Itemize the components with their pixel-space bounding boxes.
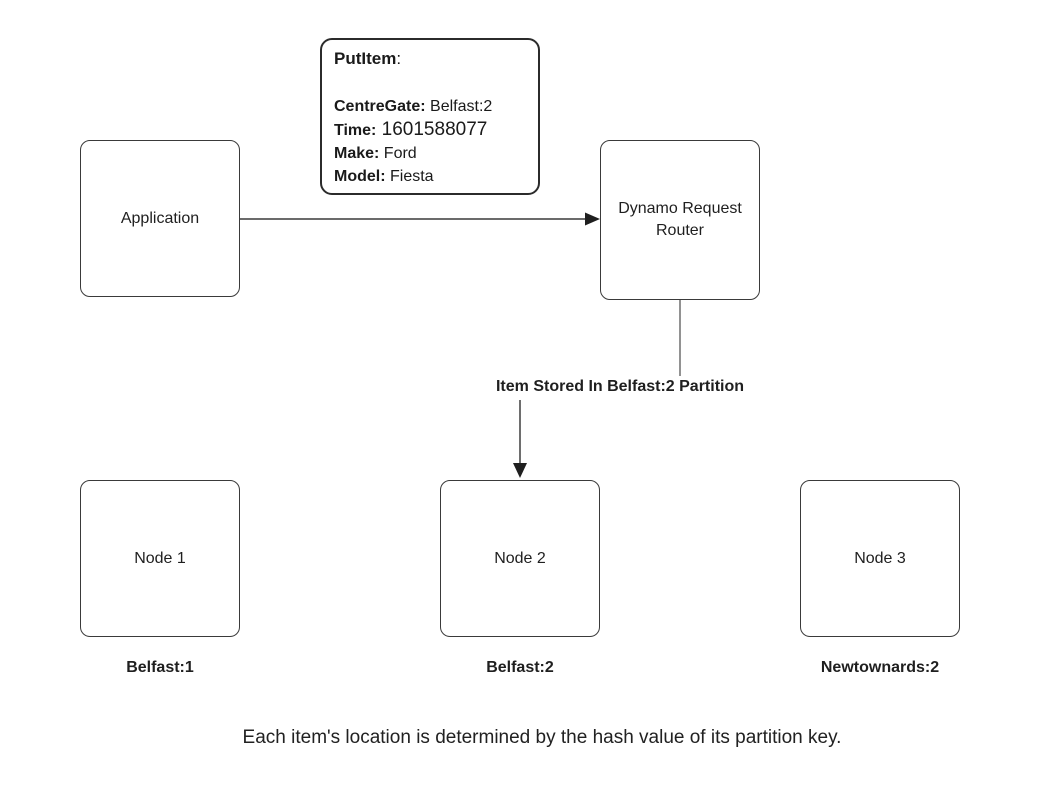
node-2-label: Node 2 [494, 549, 546, 567]
putitem-note: PutItem: CentreGate: Belfast:2 Time: 160… [320, 38, 540, 195]
partition-to-node2-arrow [513, 400, 527, 478]
app-to-router-arrow [240, 212, 600, 226]
node-3-label: Node 3 [854, 549, 906, 567]
dynamo-request-router-box: Dynamo Request Router [600, 140, 760, 300]
node-2-partition-label: Belfast:2 [486, 659, 554, 676]
putitem-field-centregate: CentreGate: Belfast:2 [334, 98, 493, 115]
diagram-caption: Each item's location is determined by th… [242, 727, 842, 748]
putitem-field-make: Make: Ford [334, 145, 417, 162]
putitem-title-text: PutItem [334, 49, 397, 68]
application-box: Application [80, 140, 240, 297]
application-box-label: Application [120, 209, 200, 227]
putitem-note-title: PutItem: [334, 49, 526, 69]
putitem-field-time: Time: 1601588077 [334, 119, 488, 140]
putitem-field-model: Model: Fiesta [334, 168, 434, 185]
partition-route-label: Item Stored In Belfast:2 Partition [495, 378, 745, 395]
node-1-box: Node 1 [80, 480, 240, 637]
node-3-box: Node 3 [800, 480, 960, 637]
router-box-label: Dynamo Request Router [618, 200, 742, 239]
node-1-label: Node 1 [134, 549, 186, 567]
putitem-note-fields: CentreGate: Belfast:2 Time: 1601588077 M… [334, 95, 526, 188]
node-1-partition-label: Belfast:1 [126, 659, 194, 676]
node-2-box: Node 2 [440, 480, 600, 637]
putitem-title-suffix: : [396, 49, 402, 68]
node-3-partition-label: Newtownards:2 [820, 659, 940, 676]
